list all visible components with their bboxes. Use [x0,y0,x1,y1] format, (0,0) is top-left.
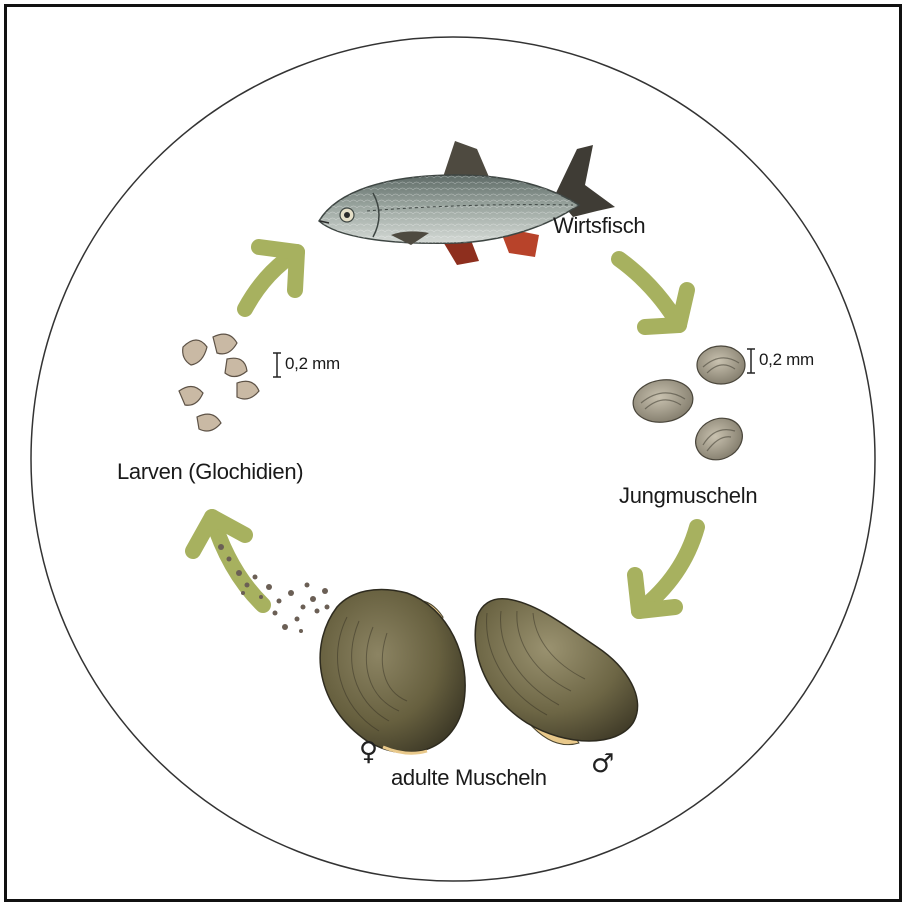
male-symbol: ♂ [591,749,614,779]
label-host-fish: Wirtsfisch [553,213,645,239]
label-scale-larvae: 0,2 mm [285,354,340,374]
label-scale-juvenile: 0,2 mm [759,350,814,370]
label-larvae: Larven (Glochidien) [117,459,303,485]
female-symbol: ♀ [359,737,378,767]
label-juvenile-mussels: Jungmuscheln [619,483,757,509]
figure-frame: Wirtsfisch 0,2 mm 0,2 mm Larven (Glochid… [4,4,902,902]
label-adult-mussels: adulte Muscheln [391,765,547,791]
